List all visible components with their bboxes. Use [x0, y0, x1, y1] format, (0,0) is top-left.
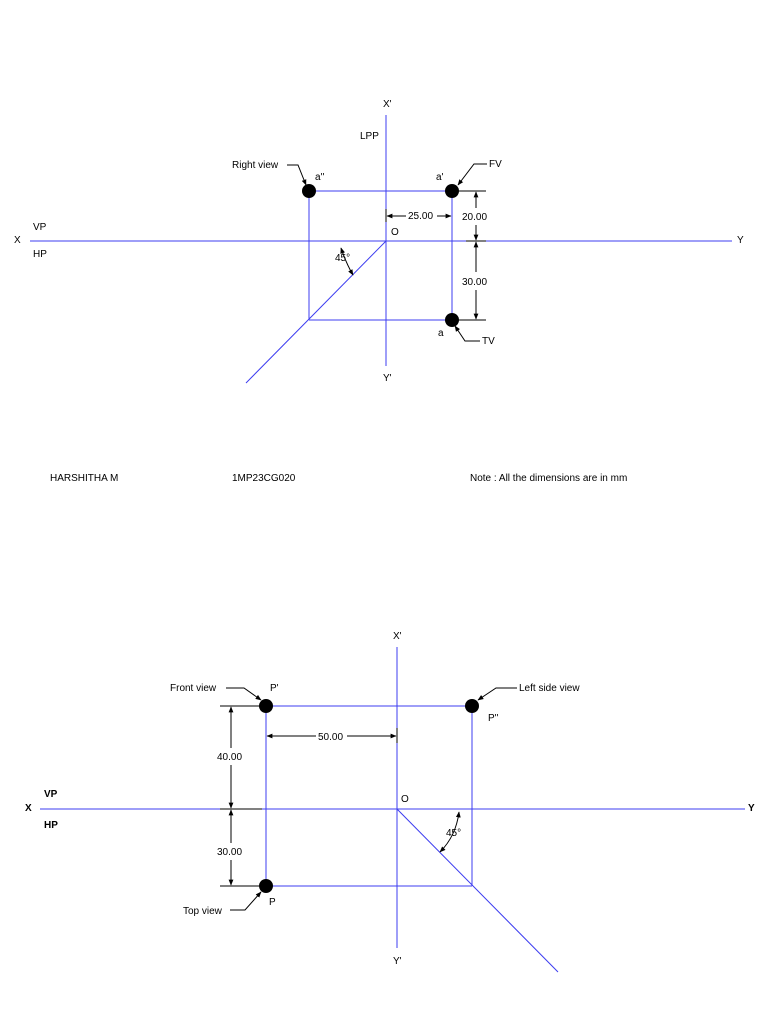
top-label-yp: Y' [383, 373, 392, 384]
footer: HARSHITHA M 1MP23CG020 Note : All the di… [50, 473, 627, 484]
bottom-label-p-front: P' [270, 683, 279, 694]
top-dim-25-label: 25.00 [408, 211, 433, 222]
bottom-label-p-top: P [269, 897, 276, 908]
bottom-dim-40-label: 40.00 [217, 752, 242, 763]
callout-front-view-leader [226, 687, 262, 701]
bottom-angle-arc [439, 811, 461, 853]
top-label-x: X [14, 235, 21, 246]
callout-left-side-view-leader [477, 687, 517, 701]
top-dim-30-label: 30.00 [462, 277, 487, 288]
top-label-y: Y [737, 235, 744, 246]
bottom-label-y: Y [748, 803, 755, 814]
top-angle-label: 45° [335, 253, 350, 264]
callout-tv-leader [454, 325, 480, 342]
bottom-label-vp: VP [44, 789, 58, 800]
top-label-lpp: LPP [360, 131, 379, 142]
bottom-drawing: X Y X' Y' VP HP O P' P'' P Front view Le… [25, 631, 755, 973]
bottom-label-yp: Y' [393, 956, 402, 967]
point-p-side-view [465, 699, 479, 713]
top-label-origin: O [391, 227, 399, 238]
callout-right-view-leader [287, 164, 307, 186]
bottom-miter-line [396, 808, 559, 973]
top-angle-arc [340, 247, 354, 276]
bottom-label-p-side: P'' [488, 713, 499, 724]
callout-tv: TV [482, 336, 495, 347]
top-label-vp: VP [33, 222, 47, 233]
top-miter-line [245, 240, 387, 384]
footer-id: 1MP23CG020 [232, 473, 296, 484]
top-label-a-top: a [438, 328, 444, 339]
footer-note: Note : All the dimensions are in mm [470, 473, 627, 484]
callout-left-side-view: Left side view [519, 683, 580, 694]
top-label-a-side: a'' [315, 172, 324, 183]
top-label-hp: HP [33, 249, 47, 260]
bottom-label-x: X [25, 803, 32, 814]
bottom-dim-30-label: 30.00 [217, 847, 242, 858]
callout-right-view: Right view [232, 160, 279, 171]
bottom-label-xp: X' [393, 631, 402, 642]
callout-fv: FV [489, 159, 502, 170]
bottom-label-hp: HP [44, 820, 58, 831]
point-a-side-view [302, 184, 316, 198]
callout-fv-leader [457, 163, 487, 186]
bottom-angle-label: 45° [446, 828, 461, 839]
callout-front-view: Front view [170, 683, 217, 694]
top-label-xp: X' [383, 99, 392, 110]
callout-top-view: Top view [183, 906, 223, 917]
footer-name: HARSHITHA M [50, 473, 118, 484]
top-dim-20-label: 20.00 [462, 212, 487, 223]
top-drawing: X Y X' Y' LPP VP HP O a'' a' a Right vie… [14, 99, 744, 384]
top-label-a-front: a' [436, 172, 444, 183]
bottom-dim-50-label: 50.00 [318, 732, 343, 743]
callout-top-view-leader [230, 891, 262, 911]
bottom-label-origin: O [401, 794, 409, 805]
